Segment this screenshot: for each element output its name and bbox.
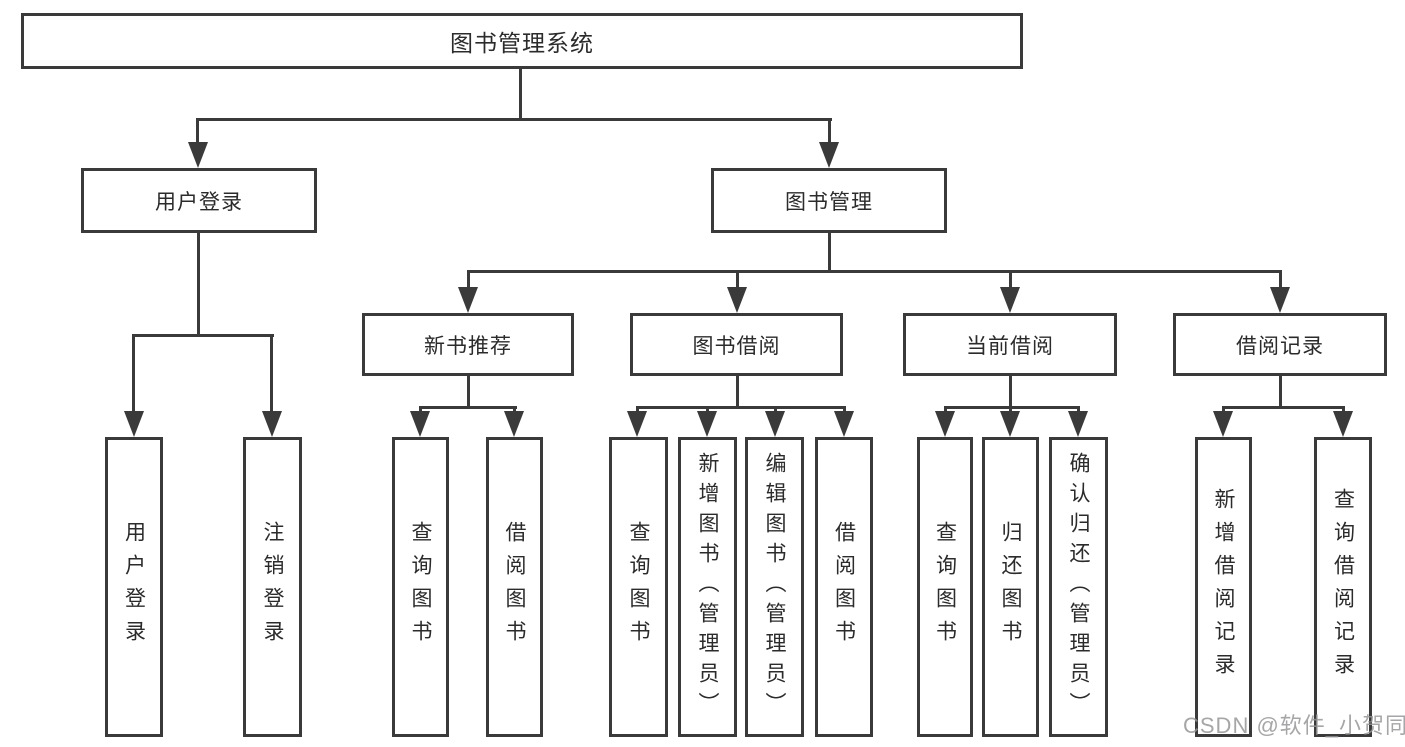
- connector-line: [196, 118, 832, 121]
- connector-line: [1009, 376, 1012, 409]
- leaf-user-login: 用户登录: [105, 437, 163, 737]
- leaf-add-borrow-record: 新增借阅记录: [1195, 437, 1252, 737]
- leaf-label: 查询图书: [409, 521, 432, 653]
- node-label: 当前借阅: [966, 334, 1054, 358]
- node-library-management-system: 图书管理系统: [21, 13, 1023, 69]
- node-new-book-recommend: 新书推荐: [362, 313, 574, 376]
- leaf-query-books-recommend: 查询图书: [392, 437, 449, 737]
- leaf-label: 新增图书（管理员）: [696, 452, 719, 722]
- leaf-label: 查询图书: [933, 521, 957, 653]
- arrow-down-icon: [124, 411, 144, 437]
- leaf-confirm-return-admin: 确认归还（管理员）: [1049, 437, 1108, 737]
- arrow-down-icon: [727, 287, 747, 313]
- arrow-down-icon: [1000, 287, 1020, 313]
- arrow-down-icon: [627, 411, 647, 437]
- arrow-down-icon: [819, 142, 839, 168]
- connector-line: [270, 337, 273, 414]
- node-current-borrowing: 当前借阅: [903, 313, 1117, 376]
- connector-line: [196, 121, 199, 145]
- arrow-down-icon: [1270, 287, 1290, 313]
- leaf-label: 查询图书: [627, 521, 650, 653]
- connector-line: [419, 406, 517, 409]
- arrow-down-icon: [697, 411, 717, 437]
- connector-line: [467, 273, 470, 289]
- leaf-logout: 注销登录: [243, 437, 302, 737]
- arrow-down-icon: [1213, 411, 1233, 437]
- leaf-label: 新增借阅记录: [1212, 488, 1235, 686]
- leaf-label: 归还图书: [999, 521, 1022, 653]
- connector-line: [1222, 406, 1345, 409]
- leaf-label: 借阅图书: [832, 521, 856, 653]
- connector-line: [1009, 273, 1012, 289]
- node-label: 图书借阅: [692, 334, 781, 358]
- arrow-down-icon: [410, 411, 430, 437]
- node-label: 用户登录: [155, 190, 243, 214]
- leaf-label: 确认归还（管理员）: [1067, 452, 1090, 722]
- connector-line: [132, 334, 274, 337]
- connector-line: [467, 270, 1282, 273]
- connector-line: [1279, 273, 1282, 289]
- arrow-down-icon: [1333, 411, 1353, 437]
- node-borrowing-records: 借阅记录: [1173, 313, 1387, 376]
- connector-line: [467, 376, 470, 409]
- leaf-add-book-admin: 新增图书（管理员）: [678, 437, 737, 737]
- arrow-down-icon: [1068, 411, 1088, 437]
- node-user-login: 用户登录: [81, 168, 317, 233]
- leaf-label: 查询借阅记录: [1331, 488, 1355, 686]
- watermark: CSDN @软件_小贺同学: [1183, 713, 1405, 738]
- leaf-query-books-current: 查询图书: [917, 437, 973, 737]
- connector-line: [828, 233, 831, 270]
- connector-line: [197, 233, 200, 337]
- leaf-label: 注销登录: [261, 521, 284, 653]
- leaf-borrow-books-borrowing: 借阅图书: [815, 437, 873, 737]
- node-label: 新书推荐: [424, 334, 512, 358]
- arrow-down-icon: [262, 411, 282, 437]
- connector-line: [944, 406, 1080, 409]
- connector-line: [1279, 376, 1282, 409]
- connector-line: [736, 376, 739, 409]
- node-book-borrowing: 图书借阅: [630, 313, 843, 376]
- leaf-edit-book-admin: 编辑图书（管理员）: [745, 437, 804, 737]
- node-book-management: 图书管理: [711, 168, 947, 233]
- leaf-query-borrow-record: 查询借阅记录: [1314, 437, 1372, 737]
- arrow-down-icon: [458, 287, 478, 313]
- arrow-down-icon: [504, 411, 524, 437]
- arrow-down-icon: [834, 411, 854, 437]
- node-label: 图书管理系统: [450, 30, 594, 56]
- leaf-return-book: 归还图书: [982, 437, 1039, 737]
- leaf-query-books-borrowing: 查询图书: [609, 437, 668, 737]
- connector-line: [828, 121, 831, 145]
- leaf-label: 编辑图书（管理员）: [763, 452, 786, 722]
- leaf-label: 借阅图书: [503, 521, 526, 653]
- node-label: 借阅记录: [1236, 334, 1324, 358]
- arrow-down-icon: [1000, 411, 1020, 437]
- arrow-down-icon: [188, 142, 208, 168]
- leaf-label: 用户登录: [122, 521, 146, 653]
- connector-line: [519, 69, 522, 118]
- connector-line: [636, 406, 846, 409]
- connector-line: [736, 273, 739, 289]
- connector-line: [132, 337, 135, 414]
- arrow-down-icon: [765, 411, 785, 437]
- arrow-down-icon: [935, 411, 955, 437]
- node-label: 图书管理: [785, 190, 873, 214]
- leaf-borrow-books-recommend: 借阅图书: [486, 437, 543, 737]
